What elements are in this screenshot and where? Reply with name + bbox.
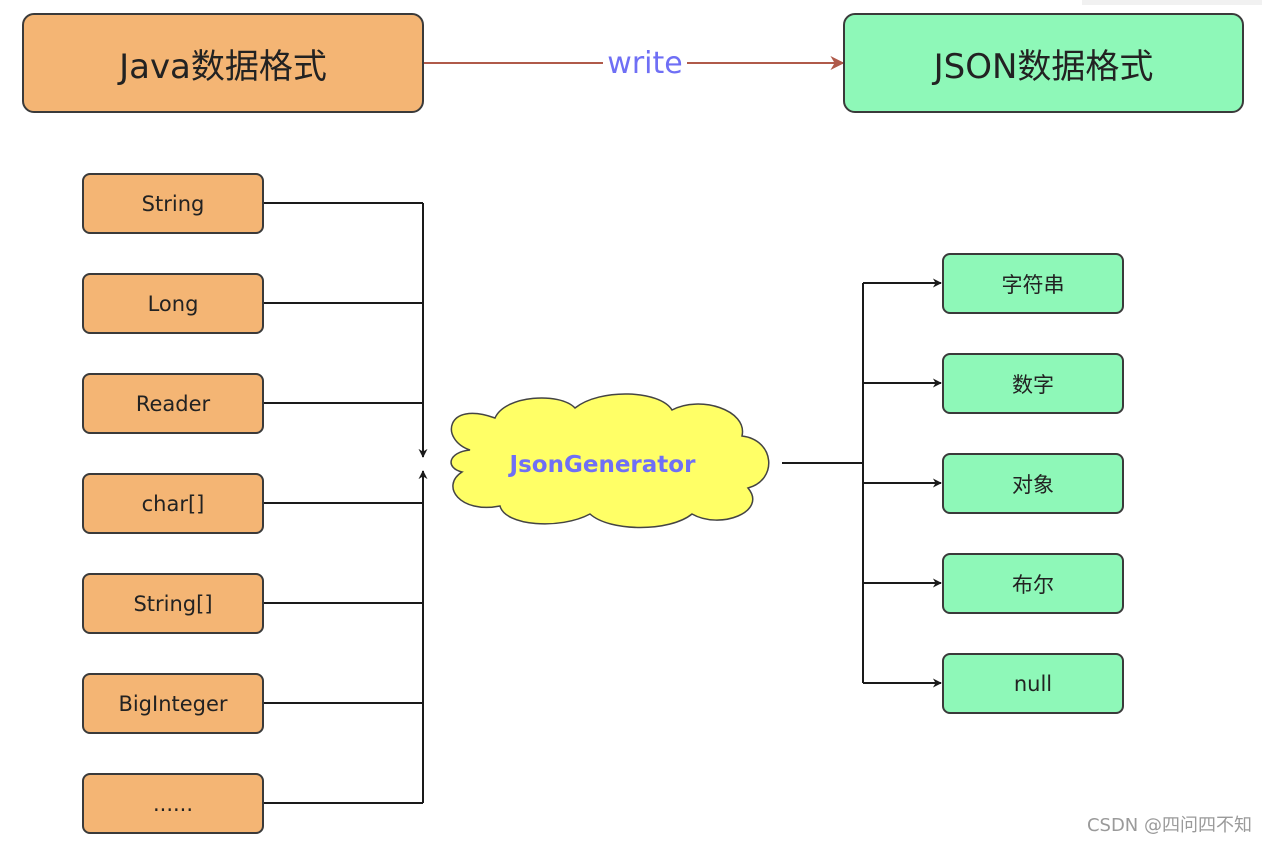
java-type-reader: Reader [82, 373, 264, 434]
json-type-object: 对象 [942, 453, 1124, 514]
java-connectors [263, 202, 428, 804]
top-right-strip [1082, 0, 1262, 5]
write-label: write [603, 43, 687, 83]
json-generator-label: JsonGenerator [509, 452, 696, 478]
java-format-box: Java数据格式 [22, 13, 424, 113]
json-type-string: 字符串 [942, 253, 1124, 314]
json-type-null: null [942, 653, 1124, 714]
java-type-label: Long [147, 291, 199, 316]
json-format-box: JSON数据格式 [843, 13, 1244, 113]
generator-cloud [450, 393, 770, 529]
java-type-label: Reader [135, 391, 211, 416]
java-type-string: String [82, 173, 264, 234]
java-type-biginteger: BigInteger [82, 673, 264, 734]
watermark: CSDN @四问四不知 [1086, 815, 1252, 836]
java-type-long: Long [82, 273, 264, 334]
java-type-label: String [141, 191, 205, 216]
json-connectors [782, 278, 942, 688]
java-type-label: String[] [133, 591, 213, 616]
json-type-label: 数字 [1012, 372, 1054, 397]
java-type-ellipsis: ...... [82, 773, 264, 834]
json-format-label: JSON数据格式 [933, 46, 1154, 87]
java-type-string-array: String[] [82, 573, 264, 634]
java-type-label: char[] [141, 491, 205, 516]
java-format-label: Java数据格式 [119, 46, 327, 87]
json-type-number: 数字 [942, 353, 1124, 414]
json-type-label: 布尔 [1012, 572, 1054, 597]
json-type-label: 对象 [1012, 472, 1054, 497]
json-type-label: 字符串 [1001, 272, 1065, 297]
java-type-char-array: char[] [82, 473, 264, 534]
java-type-label: BigInteger [118, 691, 228, 716]
json-type-label: null [1013, 671, 1053, 696]
java-type-label: ...... [152, 791, 194, 816]
json-type-boolean: 布尔 [942, 553, 1124, 614]
